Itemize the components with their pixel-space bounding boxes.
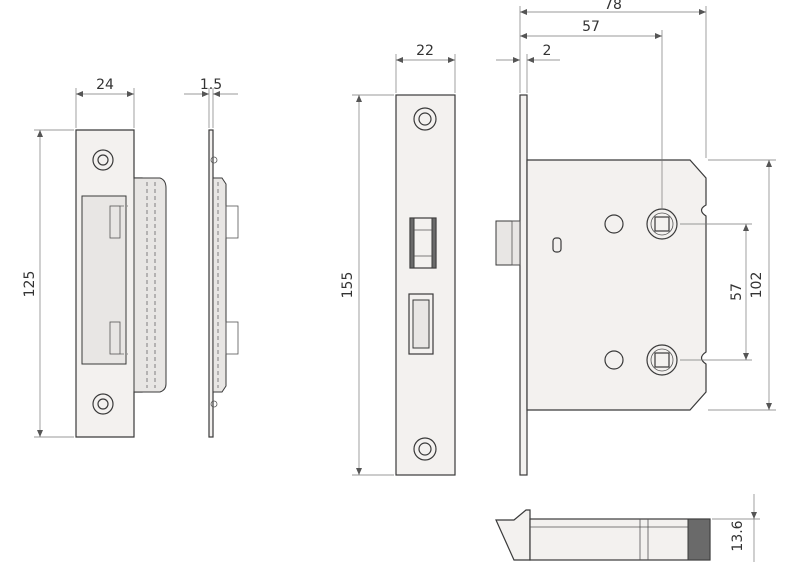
latch-bolt-side <box>495 220 521 266</box>
strike-plate-side <box>208 129 239 438</box>
dimension-forend-width: 22 <box>395 43 456 93</box>
forend-screw-hole-bottom <box>413 437 437 461</box>
label-bolt-depth: 13.6 <box>730 520 746 551</box>
label-forend-thickness: 2 <box>543 43 552 59</box>
dimension-case-height: 102 <box>708 159 776 411</box>
dimension-centres: 57 <box>680 223 752 361</box>
strike-screw-hole-top <box>92 149 114 171</box>
spindle-follower-bottom <box>646 344 678 376</box>
case-fixing-hole-top <box>604 214 624 234</box>
case-fixing-hole-bottom <box>604 350 624 370</box>
label-case-overall: 78 <box>604 0 622 13</box>
dimension-backset: 57 <box>520 19 663 208</box>
spindle-follower-top <box>646 208 678 240</box>
dimension-strike-width: 24 <box>75 77 135 128</box>
label-strike-thickness: 1.5 <box>200 77 222 93</box>
dead-bolt-front <box>408 293 434 355</box>
dimension-forend-thickness: 2 <box>496 43 560 93</box>
dimension-forend-height: 155 <box>340 94 394 476</box>
dimension-case-overall: 78 <box>519 0 707 158</box>
lock-case-side <box>495 94 707 476</box>
latch-bolt-front <box>409 217 437 269</box>
forend-screw-hole-top <box>413 107 437 131</box>
label-forend-width: 22 <box>416 43 434 59</box>
keyhole-icon <box>552 237 562 253</box>
forend-front <box>395 94 456 476</box>
label-forend-height: 155 <box>340 272 356 299</box>
strike-plate-front <box>75 129 167 438</box>
label-strike-height: 125 <box>22 271 38 298</box>
lock-case-top-view <box>495 509 711 561</box>
label-strike-width: 24 <box>96 77 114 93</box>
label-backset: 57 <box>582 19 600 35</box>
label-centres: 57 <box>729 283 745 301</box>
dimension-strike-height: 125 <box>22 129 74 438</box>
dimension-bolt-depth: 13.6 <box>712 494 760 562</box>
dimension-strike-thickness: 1.5 <box>184 77 238 128</box>
label-case-height: 102 <box>749 272 765 299</box>
strike-screw-hole-bottom <box>92 393 114 415</box>
